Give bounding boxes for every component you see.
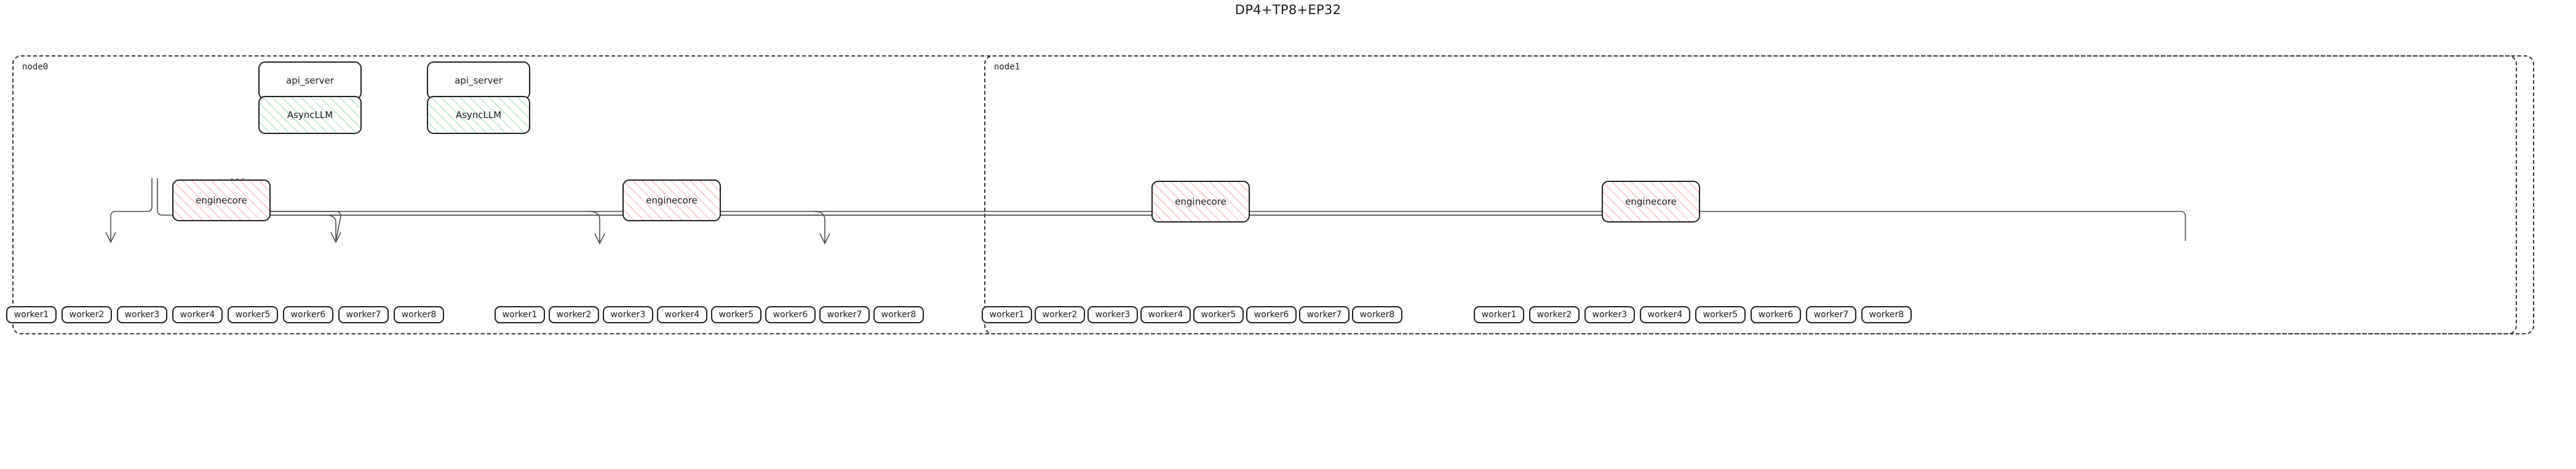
worker-box-1-0-5[interactable]: worker6 — [1246, 306, 1297, 323]
worker-box-1-0-7[interactable]: worker8 — [1352, 306, 1402, 323]
enginecore-label: enginecore — [1175, 196, 1226, 207]
asyncllm-label: AsyncLLM — [287, 109, 333, 120]
worker-box-1-0-4[interactable]: worker5 — [1193, 306, 1244, 323]
worker-label: worker2 — [69, 310, 105, 320]
worker-box-0-1-3[interactable]: worker4 — [657, 306, 707, 323]
worker-box-0-0-3[interactable]: worker4 — [172, 306, 223, 323]
enginecore-box-1-1[interactable]: enginecore — [1602, 181, 1700, 223]
enginecore-box-0-0[interactable]: enginecore — [172, 179, 271, 221]
worker-box-0-0-4[interactable]: worker5 — [228, 306, 278, 323]
worker-label: worker3 — [124, 310, 160, 320]
worker-label: worker4 — [664, 310, 700, 320]
worker-label: worker5 — [1703, 310, 1738, 320]
worker-label: worker7 — [827, 310, 862, 320]
worker-box-0-0-1[interactable]: worker2 — [62, 306, 112, 323]
asyncllm-box-0-0[interactable]: AsyncLLM — [258, 96, 362, 134]
worker-label: worker8 — [1359, 310, 1395, 320]
api-server-box-0-1[interactable]: api_server — [427, 61, 530, 100]
worker-label: worker6 — [1758, 310, 1794, 320]
worker-label: worker3 — [1095, 310, 1131, 320]
worker-label: worker5 — [235, 310, 271, 320]
worker-box-0-1-4[interactable]: worker5 — [711, 306, 761, 323]
worker-box-1-1-2[interactable]: worker3 — [1584, 306, 1635, 323]
worker-box-1-0-6[interactable]: worker7 — [1299, 306, 1350, 323]
worker-label: worker1 — [502, 310, 538, 320]
worker-box-1-1-6[interactable]: worker7 — [1806, 306, 1856, 323]
worker-box-1-0-3[interactable]: worker4 — [1140, 306, 1191, 323]
worker-label: worker4 — [180, 310, 215, 320]
worker-label: worker7 — [1306, 310, 1342, 320]
worker-box-1-1-0[interactable]: worker1 — [1474, 306, 1524, 323]
asyncllm-label: AsyncLLM — [455, 109, 502, 120]
worker-label: worker3 — [610, 310, 646, 320]
worker-label: worker7 — [346, 310, 381, 320]
enginecore-label: enginecore — [196, 195, 247, 206]
api-server-label: api_server — [286, 75, 334, 86]
worker-label: worker4 — [1647, 310, 1683, 320]
worker-box-0-1-7[interactable]: worker8 — [873, 306, 924, 323]
node-cluster-label-node1: node1 — [994, 62, 1020, 72]
worker-box-0-0-2[interactable]: worker3 — [117, 306, 167, 323]
worker-label: worker2 — [556, 310, 592, 320]
worker-box-1-1-1[interactable]: worker2 — [1529, 306, 1580, 323]
worker-box-1-0-0[interactable]: worker1 — [982, 306, 1032, 323]
node-cluster-label-node0: node0 — [22, 62, 49, 72]
worker-label: worker1 — [989, 310, 1025, 320]
worker-box-0-0-7[interactable]: worker8 — [394, 306, 444, 323]
worker-box-0-1-1[interactable]: worker2 — [549, 306, 599, 323]
worker-box-0-1-5[interactable]: worker6 — [765, 306, 816, 323]
worker-label: worker4 — [1148, 310, 1183, 320]
worker-box-0-0-0[interactable]: worker1 — [6, 306, 57, 323]
page-title: DP4+TP8+EP32 — [1234, 2, 1342, 17]
worker-label: worker1 — [14, 310, 49, 320]
worker-label: worker5 — [718, 310, 754, 320]
worker-label: worker8 — [881, 310, 916, 320]
worker-label: worker5 — [1201, 310, 1236, 320]
asyncllm-box-0-1[interactable]: AsyncLLM — [427, 96, 530, 134]
worker-box-0-0-6[interactable]: worker7 — [338, 306, 389, 323]
worker-label: worker3 — [1592, 310, 1628, 320]
worker-box-0-0-5[interactable]: worker6 — [283, 306, 333, 323]
worker-label: worker2 — [1536, 310, 1572, 320]
worker-label: worker6 — [773, 310, 808, 320]
enginecore-box-0-1[interactable]: enginecore — [622, 179, 721, 221]
worker-label: worker6 — [290, 310, 326, 320]
worker-label: worker8 — [401, 310, 437, 320]
enginecore-label: enginecore — [1625, 196, 1677, 207]
worker-box-0-1-0[interactable]: worker1 — [495, 306, 545, 323]
worker-label: worker8 — [1869, 310, 1904, 320]
worker-box-0-1-2[interactable]: worker3 — [603, 306, 653, 323]
api-server-label: api_server — [455, 75, 503, 86]
worker-box-1-1-3[interactable]: worker4 — [1640, 306, 1690, 323]
worker-box-1-0-1[interactable]: worker2 — [1035, 306, 1085, 323]
worker-box-1-1-7[interactable]: worker8 — [1861, 306, 1912, 323]
worker-label: worker7 — [1813, 310, 1849, 320]
worker-label: worker1 — [1481, 310, 1517, 320]
worker-box-1-1-5[interactable]: worker6 — [1751, 306, 1801, 323]
enginecore-label: enginecore — [646, 195, 698, 206]
enginecore-box-1-0[interactable]: enginecore — [1151, 181, 1250, 223]
worker-box-1-0-2[interactable]: worker3 — [1087, 306, 1138, 323]
worker-label: worker6 — [1254, 310, 1289, 320]
worker-box-0-1-6[interactable]: worker7 — [819, 306, 870, 323]
worker-label: worker2 — [1042, 310, 1078, 320]
worker-box-1-1-4[interactable]: worker5 — [1695, 306, 1746, 323]
api-server-box-0-0[interactable]: api_server — [258, 61, 362, 100]
